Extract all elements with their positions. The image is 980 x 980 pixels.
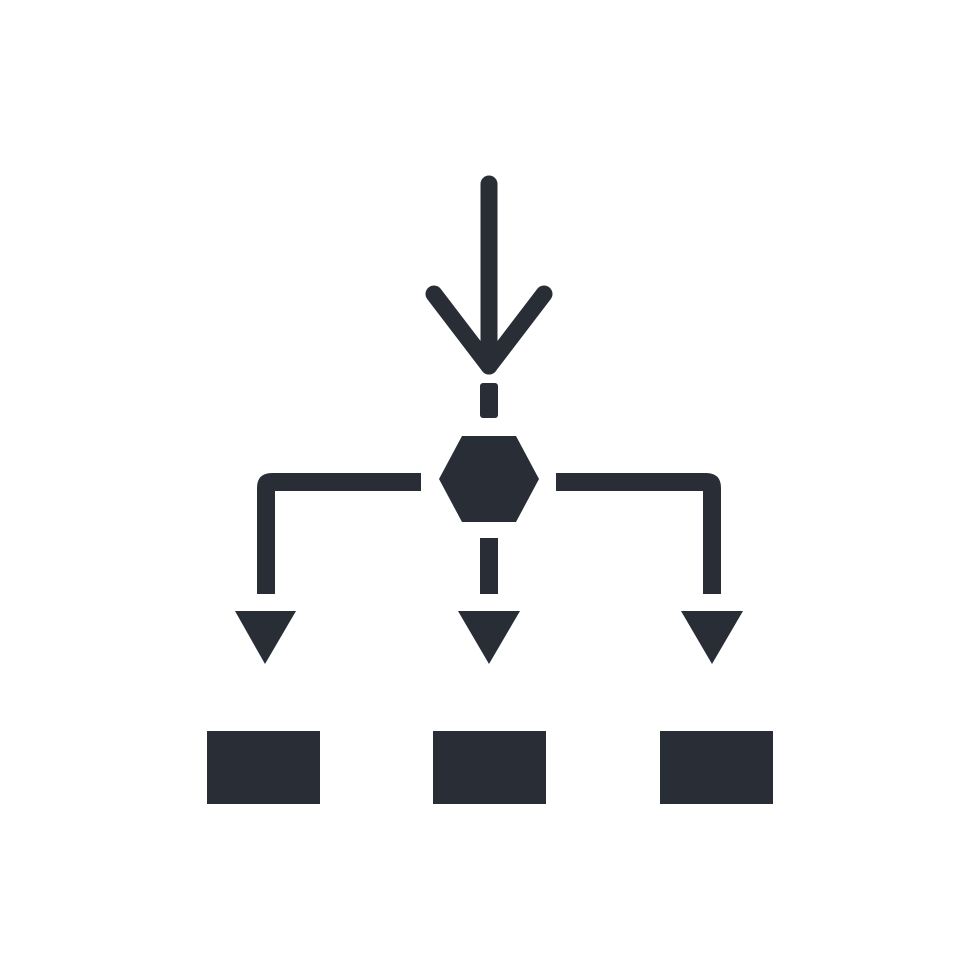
output-block-left — [207, 731, 320, 804]
hexagon-node-icon — [439, 436, 539, 522]
branch-center — [480, 538, 498, 594]
arrow-down-icon — [425, 175, 553, 375]
triangle-down-icon — [458, 611, 520, 664]
branch-lines — [257, 473, 721, 594]
triangle-down-icon — [235, 611, 296, 664]
branch-left — [257, 473, 421, 594]
arrow-head — [425, 285, 553, 375]
output-block-right — [660, 731, 773, 804]
branch-right — [556, 473, 721, 594]
triangle-down-icon — [681, 611, 743, 664]
output-block-center — [433, 731, 546, 804]
output-blocks — [207, 731, 773, 804]
connector-top — [480, 383, 498, 418]
arrowheads — [235, 611, 743, 664]
